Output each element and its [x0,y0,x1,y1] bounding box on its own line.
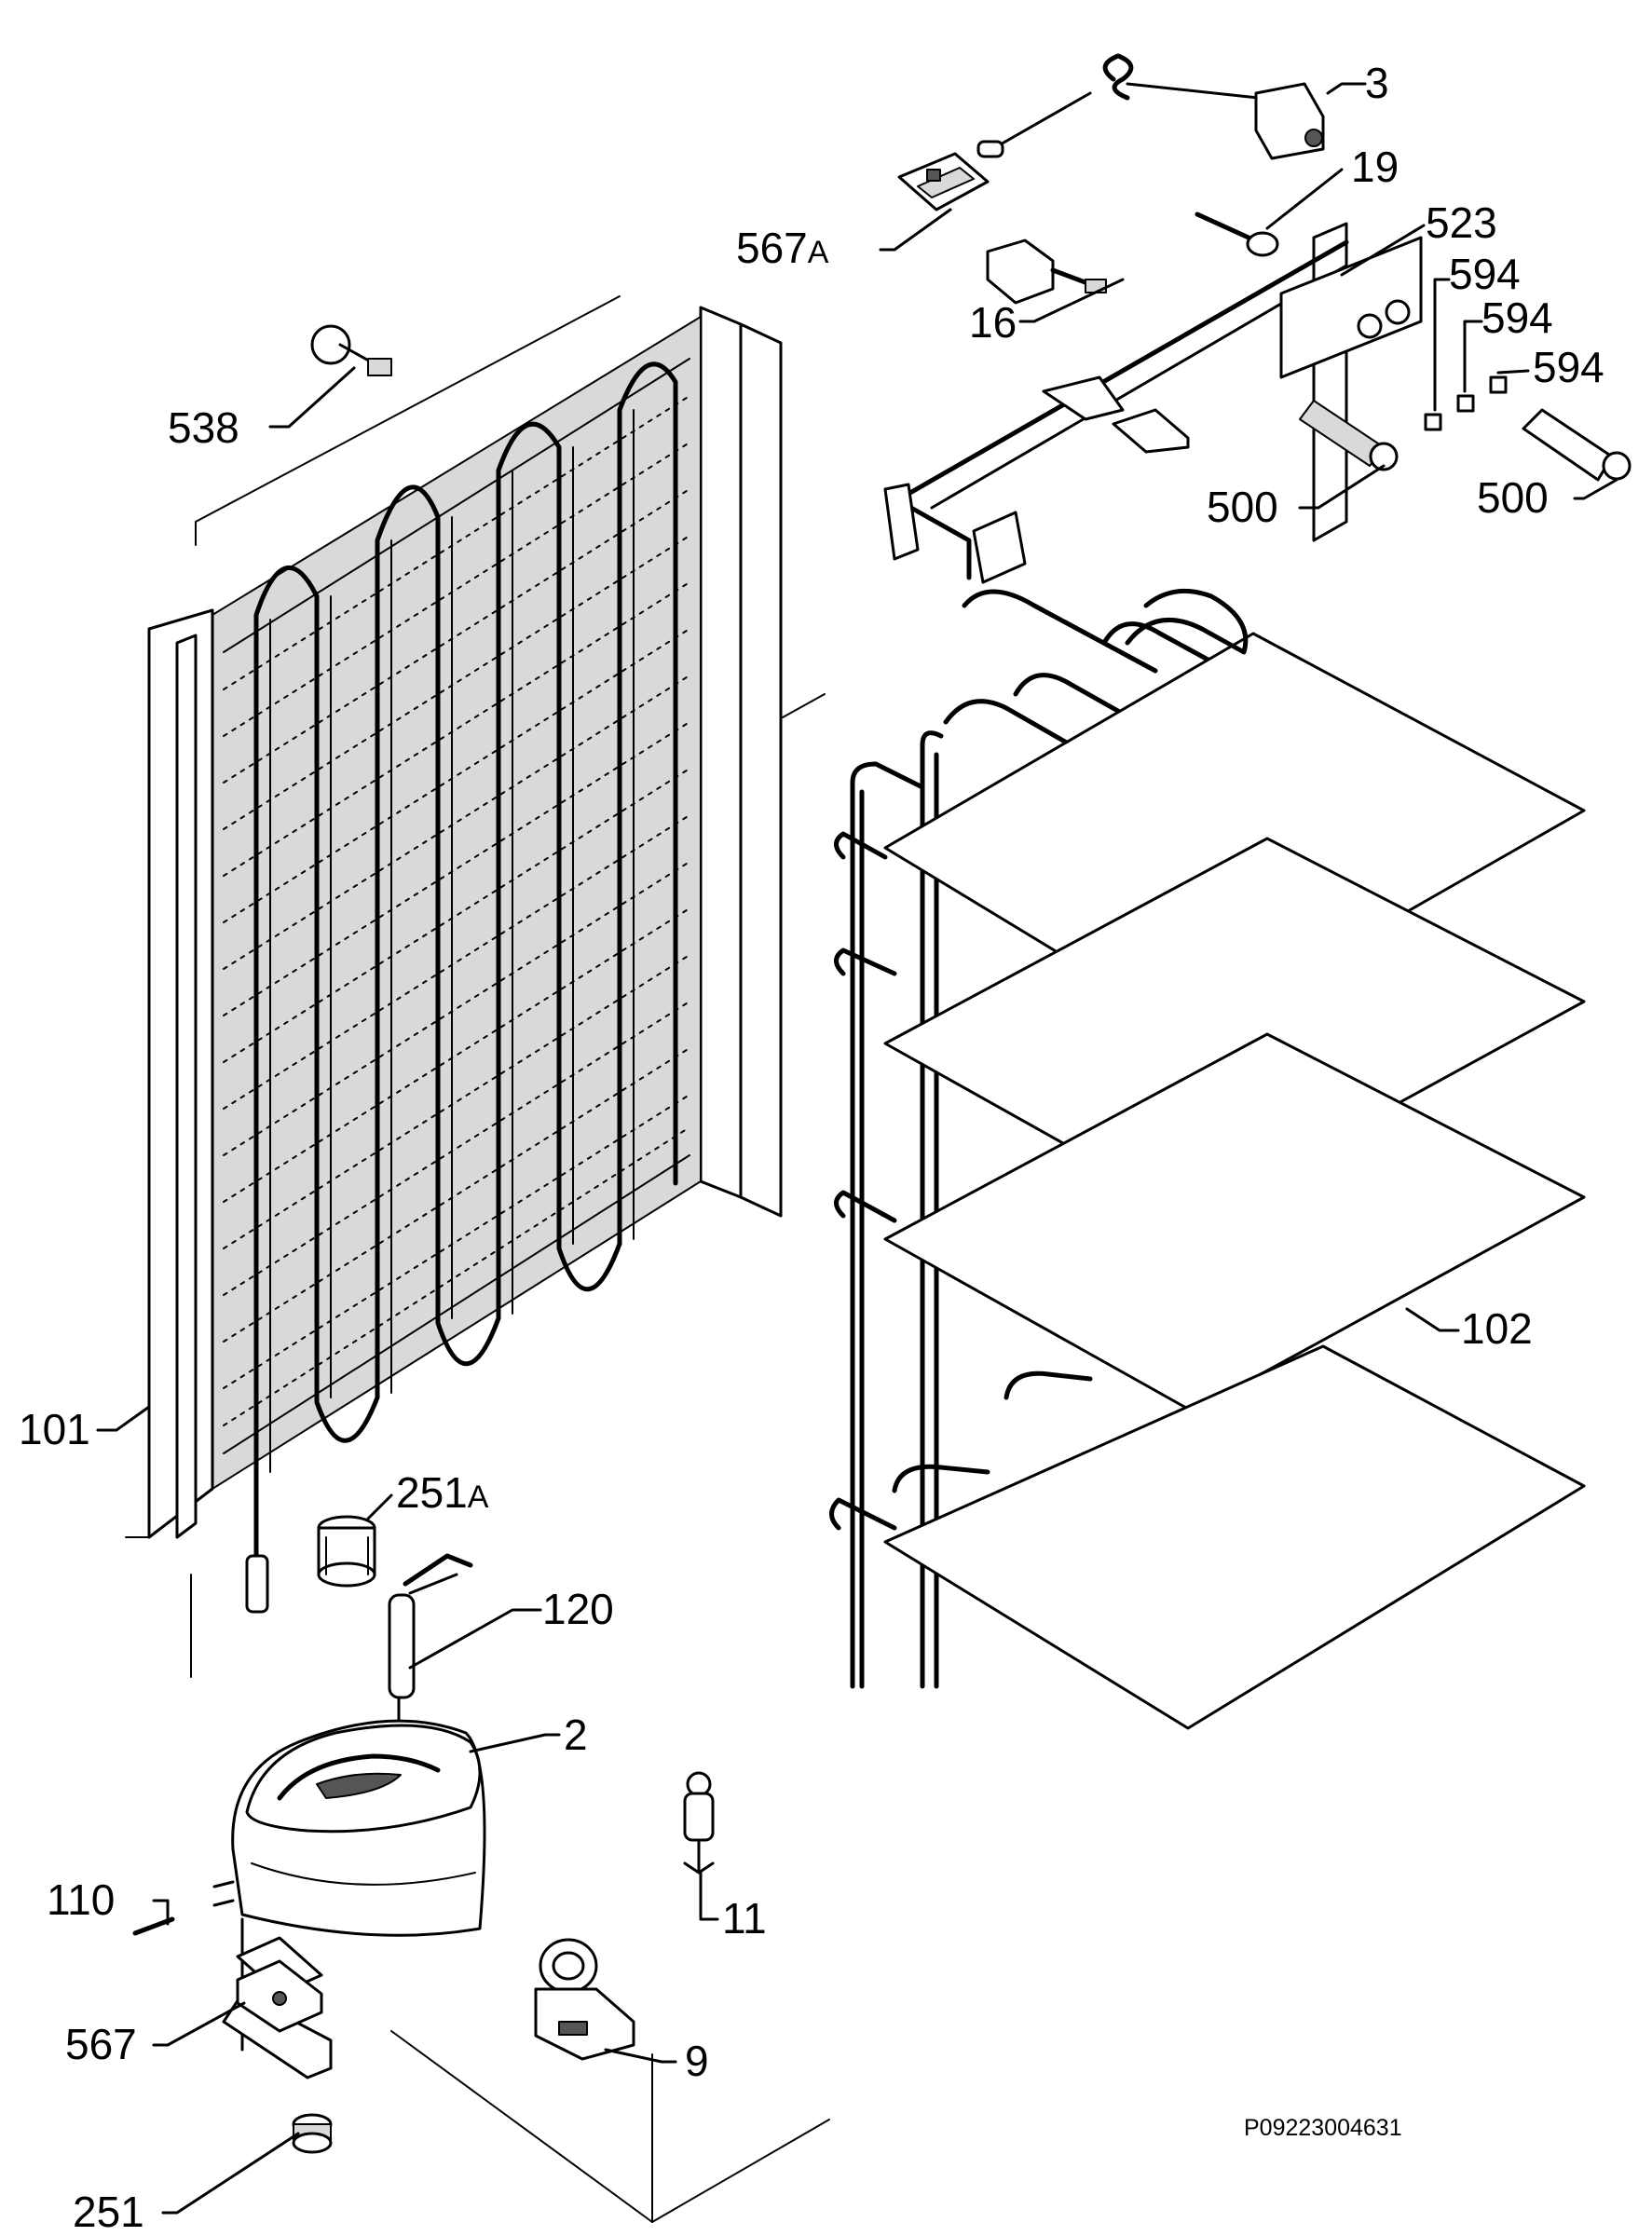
label-part-251: 251 [73,2188,144,2236]
label-part-594-c: 594 [1533,343,1604,391]
thermostat-3 [976,53,1325,160]
label-part-2: 2 [564,1711,588,1759]
label-part-16: 16 [969,298,1017,347]
label-part-251a-number: 251 [396,1468,468,1517]
label-part-110: 110 [47,1875,115,1924]
lamp-500-right [1522,408,1632,482]
shelf-third [883,1032,1586,1413]
label-part-9: 9 [685,2037,709,2085]
label-part-3: 3 [1365,59,1389,107]
valve-11 [683,1771,715,1875]
document-code: P09223004631 [1244,2115,1402,2141]
label-part-567a-number: 567 [736,224,808,272]
label-part-500-a: 500 [1207,483,1278,531]
label-part-251a: 251A [396,1468,489,1517]
lamp-housing-523 [883,222,1423,584]
clip-538 [310,324,392,376]
label-part-567a-suffix: A [808,235,829,270]
connector-594-group [1424,375,1508,431]
label-part-567a: 567A [736,224,829,272]
label-part-594-b: 594 [1481,293,1553,342]
relay-567 [236,1959,323,2033]
label-part-523: 523 [1426,198,1497,247]
drier-251a [317,1515,376,1588]
switch-16 [986,239,1107,305]
condenser-tube [253,361,678,1475]
clamp-9 [534,1938,635,2061]
leader-lines [96,82,1618,2215]
label-part-567: 567 [65,2020,137,2068]
condenser-louvres [223,358,690,1454]
label-part-19: 19 [1351,143,1399,191]
cabinet-outline [190,295,830,2223]
label-part-101: 101 [19,1405,90,1453]
label-part-120: 120 [542,1585,614,1633]
label-part-500-b: 500 [1477,473,1549,522]
lamp-19 [1195,211,1279,257]
pin-110 [132,1916,175,1936]
label-part-11: 11 [722,1894,767,1943]
label-part-538: 538 [168,403,239,452]
label-part-594-a: 594 [1449,250,1521,298]
lamp-500-left [1299,400,1399,471]
door-switch-567a [897,152,990,211]
label-part-102: 102 [1461,1304,1533,1353]
compressor-2 [212,1719,486,2079]
label-part-251a-suffix: A [468,1479,489,1515]
grommet-251 [292,2113,333,2154]
shelf-bottom [883,1344,1586,1730]
condenser-101 [125,306,783,1614]
part-labels: 3 19 523 594 594 594 567A 16 538 500 500… [19,59,1604,2236]
